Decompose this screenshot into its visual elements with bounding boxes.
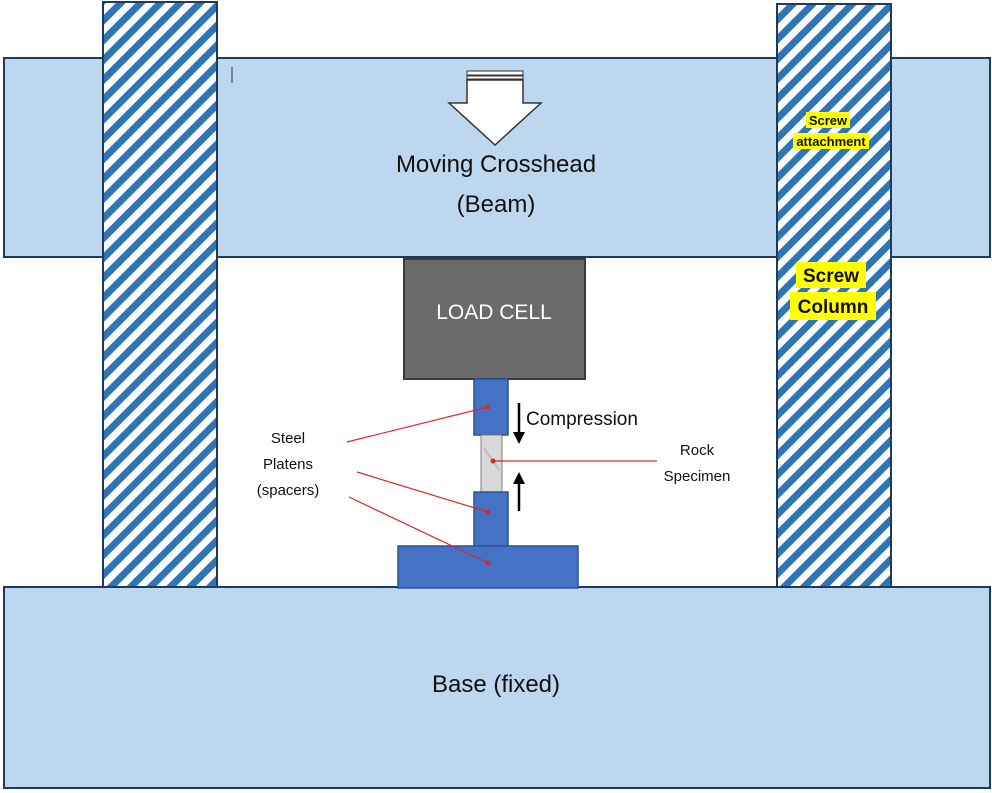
platen-leader-upper-dot: [485, 404, 491, 410]
screw-attachment-line1: Screw: [809, 113, 848, 128]
screw-attachment-line2: attachment: [796, 134, 866, 149]
screw-attachment-highlight-2: [793, 133, 869, 149]
rock-label-line2: Specimen: [664, 468, 731, 485]
screw-column-highlight-2: [790, 292, 876, 320]
platen-leader-lower-dot: [485, 509, 491, 515]
compression-down-arrow-icon: [513, 403, 525, 444]
crosshead-label-line2: (Beam): [457, 191, 536, 218]
rock-specimen: [480, 434, 503, 493]
screw-attachment-highlight-1: [806, 112, 850, 128]
screw-column-highlight-1: [796, 262, 866, 288]
screw-column-line2: Column: [798, 297, 869, 318]
platen-leader-base: [348, 496, 489, 564]
platens-label-line1: Steel: [271, 430, 305, 447]
base-label: Base (fixed): [432, 671, 560, 698]
platens-label-line3: (spacers): [257, 482, 320, 499]
rock-label-line1: Rock: [680, 442, 715, 459]
platen-base: [397, 545, 579, 589]
load-cell-label: LOAD CELL: [436, 301, 552, 324]
lower-platen: [473, 491, 509, 548]
load-cell: [403, 258, 586, 380]
platen-leader-lower: [356, 471, 489, 513]
down-arrow-icon: [447, 70, 543, 147]
rock-leader-dot: [490, 458, 496, 464]
upper-platen: [473, 378, 509, 436]
screw-column-line1: Screw: [803, 266, 859, 287]
platens-label-line2: Platens: [263, 456, 313, 473]
screw-column-left: [102, 1, 218, 588]
base-block: [3, 586, 991, 789]
crosshead-label-line1: Moving Crosshead: [396, 151, 596, 178]
compression-up-arrow-icon: [513, 472, 525, 511]
platen-leader-upper: [346, 406, 489, 443]
platen-leader-base-dot: [485, 560, 491, 566]
compression-label: Compression: [526, 409, 638, 430]
